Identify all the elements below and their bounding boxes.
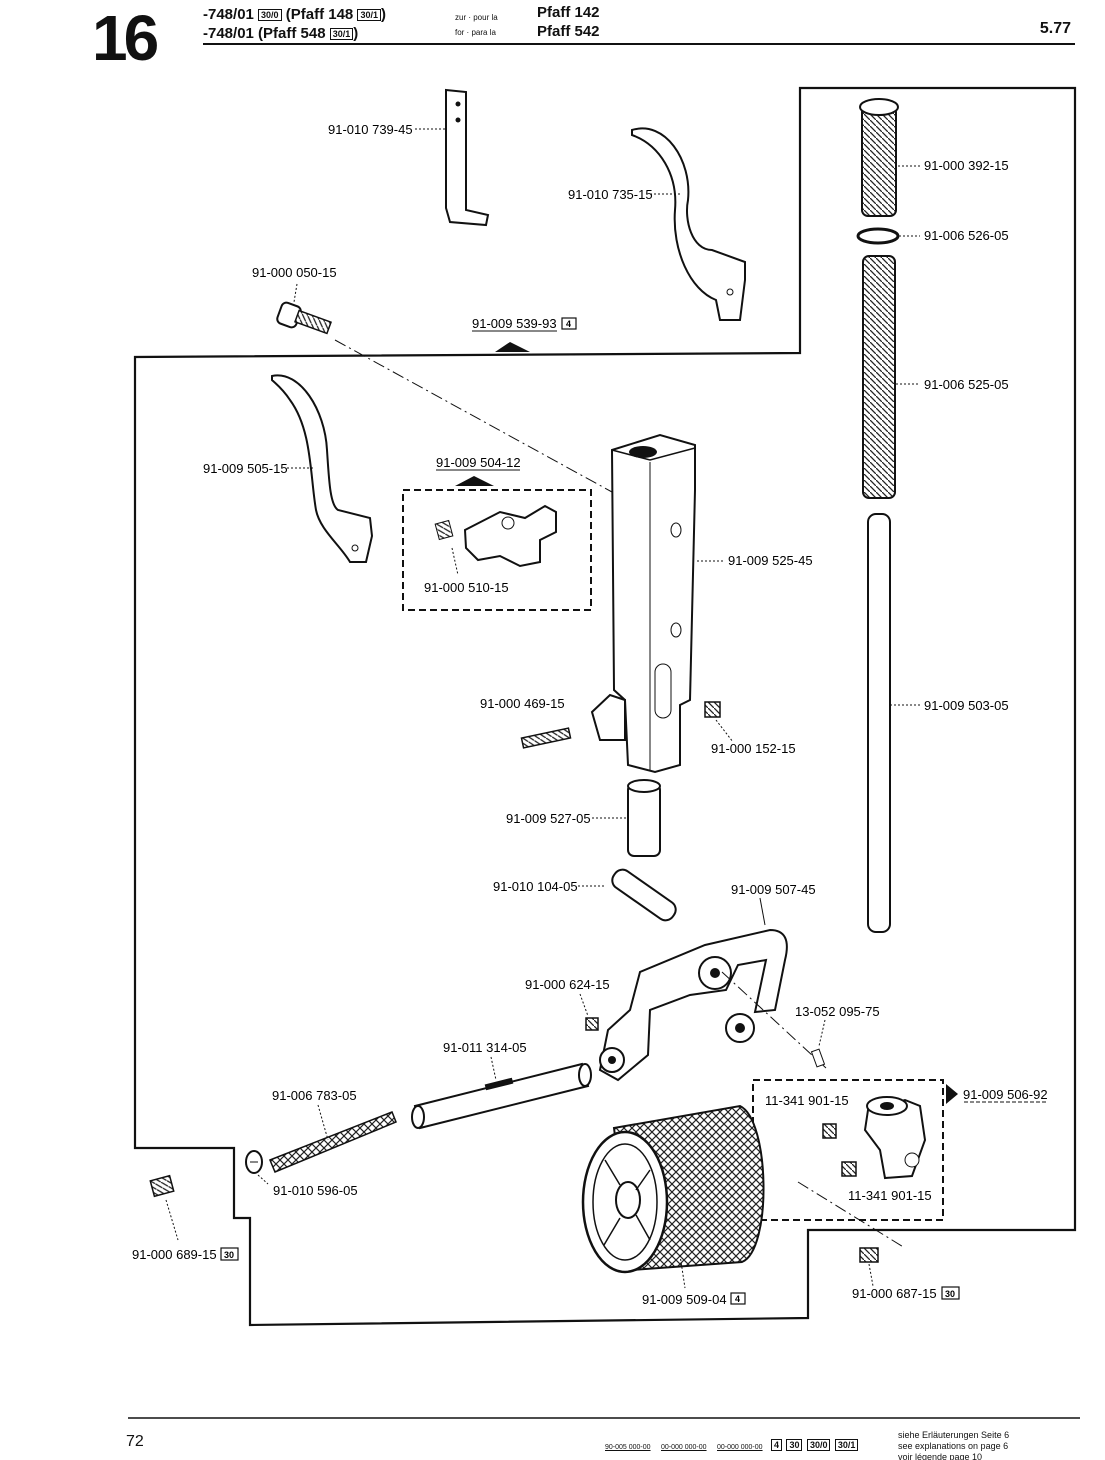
model-1-box: 30/0 [258, 9, 282, 22]
label-p901b: 11-341 901-15 [848, 1188, 932, 1203]
part-91-010-739-45 [415, 88, 490, 227]
label-p104: 91-010 104-05 [493, 879, 578, 894]
part-13-052-095-75 [810, 1019, 826, 1068]
label-p526: 91-006 526-05 [924, 228, 1009, 243]
label-p503: 91-009 503-05 [924, 698, 1009, 713]
legend-box-30: 30 [786, 1438, 803, 1451]
label-p469: 91-000 469-15 [480, 696, 565, 711]
machine-1-close: ) [380, 6, 386, 23]
part-91-010-104-05-pin [578, 868, 677, 922]
target-machine-2: Pfaff 542 [537, 23, 600, 40]
part-91-011-314-05-shaft [411, 1056, 592, 1130]
label-p525-45: 91-009 525-45 [728, 553, 813, 568]
label-p783: 91-006 783-05 [272, 1088, 357, 1103]
machine-2: (Pfaff 548 [258, 25, 326, 42]
label-p539-box: 4 [561, 317, 577, 330]
label-p392: 91-000 392-15 [924, 158, 1009, 173]
label-p525-05: 91-006 525-05 [924, 377, 1009, 392]
machine-1-box: 30/1 [357, 9, 381, 22]
footer-note-fr: voir légende page 10 [898, 1452, 983, 1460]
svg-text:4: 4 [566, 319, 571, 329]
legend-code-3: 00-000 000-00 [717, 1444, 763, 1451]
part-91-000-687-15 [859, 1247, 879, 1287]
page-number: 72 [126, 1433, 144, 1450]
legend-code-1: 90-005 000-00 [605, 1444, 651, 1451]
subassembly-91-009-504-12 [402, 476, 592, 611]
part-91-009-503-05-rod [867, 513, 920, 933]
label-p739: 91-010 739-45 [328, 122, 413, 137]
machine-2-close: ) [353, 25, 359, 42]
target-machine-1: Pfaff 142 [537, 4, 600, 21]
label-p689: 91-000 689-15 [132, 1247, 217, 1262]
legend-code-2: 00-000 000-00 [661, 1444, 707, 1451]
legend-box-30-0: 30/0 [806, 1438, 831, 1451]
machine-2-box: 30/1 [329, 28, 354, 41]
legend-box-4: 4 [771, 1438, 783, 1451]
label-p509: 91-009 509-04 [642, 1292, 727, 1307]
part-91-009-525-45-column [590, 433, 725, 774]
machine-1: (Pfaff 148 [285, 6, 354, 23]
label-p539: 91-009 539-93 [472, 316, 557, 331]
part-91-010-735-15 [631, 127, 746, 321]
part-91-006-783-05-brush [269, 1104, 397, 1173]
header-line-1: -748/01 30/0 (Pfaff 148 30/1) [203, 6, 386, 23]
part-91-009-527-05-sleeve [592, 779, 661, 857]
label-p596: 91-010 596-05 [273, 1183, 358, 1198]
legend-codes: 90-005 000-00 00-000 000-00 00-000 000-0… [605, 1436, 859, 1454]
label-p509-box: 4 [730, 1292, 746, 1305]
label-p095: 13-052 095-75 [795, 1004, 880, 1019]
section-number: 16 [92, 2, 159, 74]
label-p687-box: 30 [941, 1286, 960, 1300]
header-line-2: -748/01 (Pfaff 548 30/1) [203, 25, 358, 42]
label-p510: 91-000 510-15 [424, 580, 509, 595]
legend-box-30-1: 30/1 [834, 1438, 859, 1451]
part-91-000-392-15 [859, 98, 920, 217]
label-p689-box: 30 [220, 1247, 239, 1261]
svg-text:30: 30 [224, 1250, 234, 1260]
label-p505: 91-009 505-15 [203, 461, 288, 476]
model-1: -748/01 [203, 6, 254, 23]
label-p050: 91-000 050-15 [252, 265, 337, 280]
part-91-009-505-15 [271, 374, 374, 563]
svg-text:4: 4 [735, 1294, 740, 1304]
label-p504: 91-009 504-12 [436, 455, 521, 470]
part-91-009-507-45-yoke [598, 897, 827, 1082]
label-p152: 91-000 152-15 [711, 741, 796, 756]
label-p506: 91-009 506-92 [963, 1087, 1048, 1102]
assembly-outline [133, 86, 1077, 1327]
part-91-006-526-05 [856, 227, 920, 245]
part-91-006-525-05-spring [862, 255, 920, 499]
part-91-009-509-04-roller [581, 1104, 765, 1289]
label-p527: 91-009 527-05 [506, 811, 591, 826]
label-p507: 91-009 507-45 [731, 882, 816, 897]
model-2: -748/01 [203, 25, 254, 42]
part-91-000-624-15 [579, 993, 599, 1031]
footer-note-en: see explanations on page 6 [898, 1441, 1009, 1451]
svg-text:30: 30 [945, 1289, 955, 1299]
for-label-1: zur · pour la [455, 13, 498, 22]
part-91-000-050-15 [276, 283, 613, 493]
label-p901a: 11-341 901-15 [765, 1093, 849, 1108]
label-p687: 91-000 687-15 [852, 1286, 937, 1301]
for-label-2: for · para la [455, 28, 496, 37]
label-p624: 91-000 624-15 [525, 977, 610, 992]
revision-date: 5.77 [1039, 20, 1071, 37]
footer-note-de: siehe Erläuterungen Seite 6 [898, 1430, 1010, 1440]
part-91-000-689-15 [149, 1174, 179, 1241]
part-91-000-469-15 [520, 727, 572, 749]
subassembly-91-009-506-92 [752, 1079, 958, 1249]
label-p314: 91-011 314-05 [443, 1040, 527, 1055]
part-91-000-152-15 [704, 701, 734, 743]
part-91-010-596-05-screw [245, 1150, 269, 1185]
assembly-marker-triangle [495, 342, 530, 352]
label-p735: 91-010 735-15 [568, 187, 653, 202]
